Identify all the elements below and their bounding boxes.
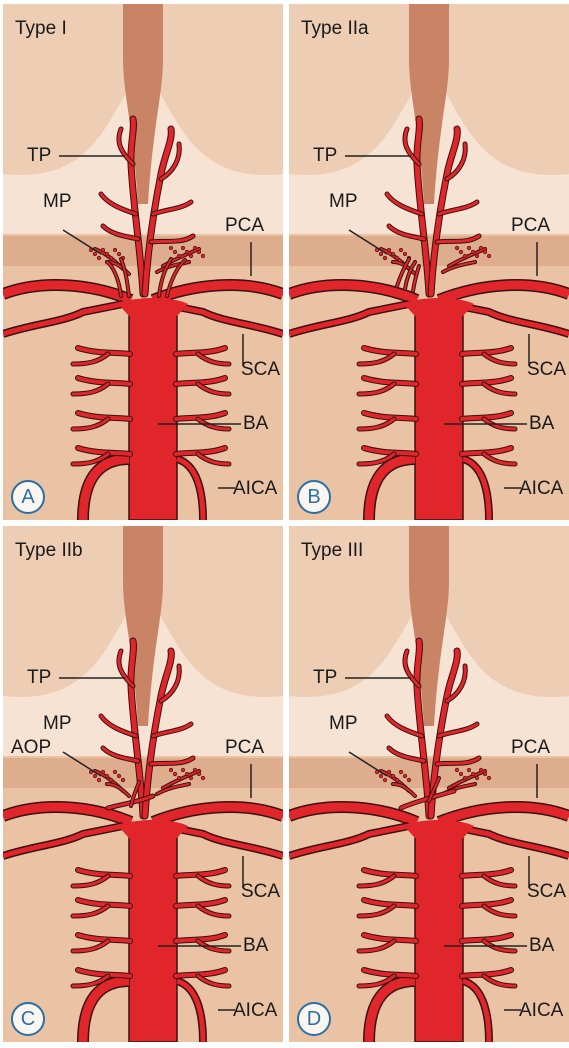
label-sca: SCA xyxy=(241,360,280,379)
panel-letter-badge: D xyxy=(297,1002,331,1036)
panel-title: Type III xyxy=(301,540,363,562)
label-tp: TP xyxy=(27,668,51,687)
vessel-diagram xyxy=(3,526,283,1042)
label-pca: PCA xyxy=(225,738,264,757)
label-pca: PCA xyxy=(511,216,550,235)
label-mp: MP xyxy=(43,192,72,211)
label-ba: BA xyxy=(243,414,268,433)
panel-letter-badge: A xyxy=(11,480,45,514)
label-mp: MP xyxy=(329,192,358,211)
panel-title: Type IIb xyxy=(15,540,83,562)
label-aica: AICA xyxy=(233,479,277,498)
label-sca: SCA xyxy=(527,882,566,901)
label-ba: BA xyxy=(529,414,554,433)
panel-d: Type III TP MP PCA SCA BA AICA D xyxy=(289,526,569,1042)
label-mp: MP xyxy=(43,714,72,733)
label-sca: SCA xyxy=(241,882,280,901)
label-aica: AICA xyxy=(519,1001,563,1020)
label-aop: AOP xyxy=(11,738,51,757)
vessel-diagram xyxy=(289,526,569,1042)
label-tp: TP xyxy=(313,668,337,687)
label-mp: MP xyxy=(329,714,358,733)
vessel-diagram xyxy=(289,4,569,520)
panel-title: Type I xyxy=(15,18,67,40)
label-tp: TP xyxy=(27,146,51,165)
label-ba: BA xyxy=(529,936,554,955)
label-aica: AICA xyxy=(233,1001,277,1020)
label-tp: TP xyxy=(313,146,337,165)
label-sca: SCA xyxy=(527,360,566,379)
label-pca: PCA xyxy=(511,738,550,757)
vessel-diagram xyxy=(3,4,283,520)
label-ba: BA xyxy=(243,936,268,955)
panel-title: Type IIa xyxy=(301,18,369,40)
label-pca: PCA xyxy=(225,216,264,235)
panel-letter-badge: B xyxy=(297,480,331,514)
panel-letter-badge: C xyxy=(11,1002,45,1036)
panel-a: Type I TP MP PCA SCA BA AICA A xyxy=(3,4,283,520)
label-aica: AICA xyxy=(519,479,563,498)
